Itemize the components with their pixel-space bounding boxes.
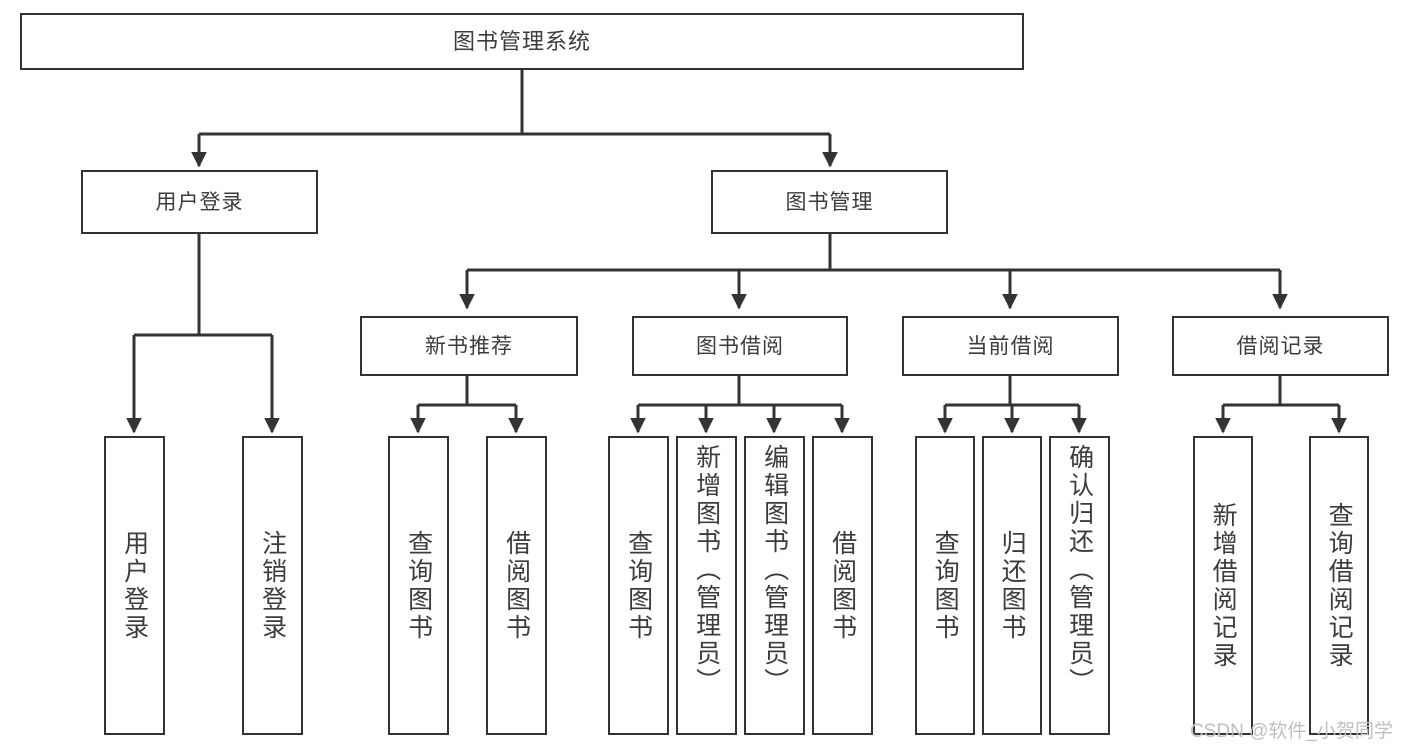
node-label: 新增借阅记录 [1209,501,1238,670]
node-leaf-confirm-return[interactable]: 确认归还（管理员） [1049,436,1110,735]
node-label: 确认归还（管理员） [1065,444,1094,696]
node-label: 图书管理 [785,190,874,214]
node-leaf-borrow-book-2[interactable]: 借阅图书 [812,436,873,735]
node-leaf-query-book-2[interactable]: 查询图书 [608,436,669,735]
node-leaf-query-book-1[interactable]: 查询图书 [388,436,449,735]
node-label: 当前借阅 [966,334,1055,358]
node-label: 查询图书 [624,529,653,642]
node-borrow-record[interactable]: 借阅记录 [1172,316,1389,376]
node-label: 用户登录 [155,190,244,214]
node-leaf-add-record[interactable]: 新增借阅记录 [1193,436,1253,735]
node-label: 查询图书 [404,529,433,642]
node-label: 借阅记录 [1236,334,1325,358]
node-leaf-logout[interactable]: 注销登录 [242,436,303,735]
node-leaf-add-book[interactable]: 新增图书（管理员） [676,436,737,735]
node-user-login[interactable]: 用户登录 [81,170,318,234]
node-label: 编辑图书（管理员） [760,444,789,696]
node-book-borrow[interactable]: 图书借阅 [632,316,848,376]
node-label: 归还图书 [998,529,1027,642]
node-label: 查询图书 [931,529,960,642]
node-label: 借阅图书 [828,529,857,642]
node-new-book-rec[interactable]: 新书推荐 [360,316,578,376]
node-root-system[interactable]: 图书管理系统 [20,13,1024,70]
node-label: 新书推荐 [425,334,513,358]
node-leaf-borrow-book-1[interactable]: 借阅图书 [486,436,547,735]
node-current-borrow[interactable]: 当前借阅 [902,316,1119,376]
node-label: 注销登录 [258,529,287,642]
node-leaf-query-record[interactable]: 查询借阅记录 [1309,436,1369,735]
csdn-watermark: CSDN @软件_小贺同学 [1190,721,1393,742]
node-leaf-return-book[interactable]: 归还图书 [982,436,1042,735]
node-book-manage[interactable]: 图书管理 [711,170,948,234]
node-label: 图书管理系统 [452,28,591,54]
node-leaf-user-login[interactable]: 用户登录 [104,436,165,735]
node-label: 用户登录 [120,529,149,642]
node-label: 图书借阅 [696,334,784,358]
node-label: 借阅图书 [502,529,531,642]
node-label: 新增图书（管理员） [692,444,721,696]
node-leaf-edit-book[interactable]: 编辑图书（管理员） [744,436,805,735]
node-leaf-query-book-3[interactable]: 查询图书 [915,436,975,735]
node-label: 查询借阅记录 [1325,501,1354,670]
